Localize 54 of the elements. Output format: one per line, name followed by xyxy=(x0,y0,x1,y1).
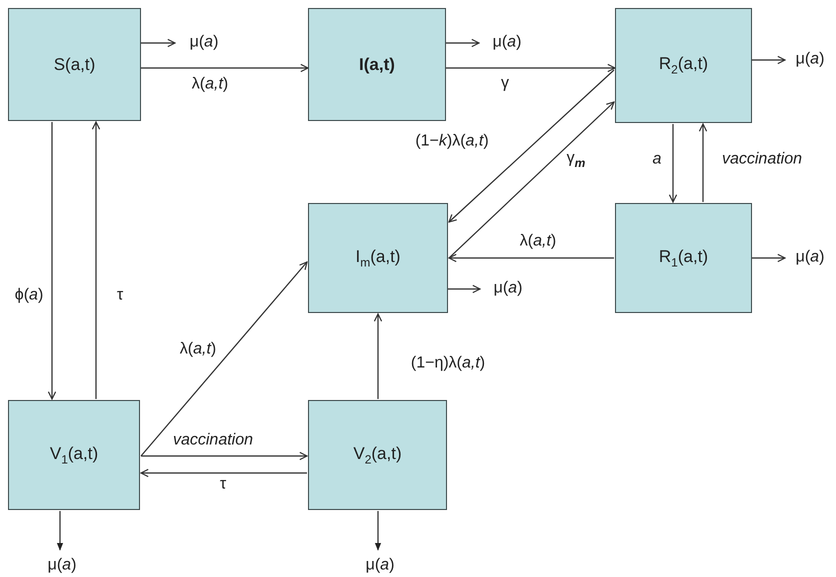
arrow xyxy=(141,64,309,72)
arrow xyxy=(448,70,614,223)
edge-label: γ$_{m}$ xyxy=(566,148,586,172)
edge-label: μ(a) xyxy=(492,32,522,53)
compartment-label: I$_{m}$(a,t) xyxy=(356,246,400,270)
edge-label: (1−η)λ(a,t) xyxy=(410,354,486,374)
arrow xyxy=(141,38,176,48)
arrow xyxy=(752,56,786,64)
arrow xyxy=(448,254,614,262)
edge-label: μ(a) xyxy=(796,248,824,268)
arrow xyxy=(92,121,100,399)
edge-label: μ(a) xyxy=(190,32,218,53)
edge-label: μ(a) xyxy=(48,556,76,576)
arrow xyxy=(668,124,678,203)
arrow xyxy=(140,468,307,478)
edge-label: λ(a,t) xyxy=(180,340,216,360)
compartment-box xyxy=(615,8,752,123)
edge-label: μ(a) xyxy=(366,556,394,576)
arrow xyxy=(448,101,615,258)
compartment-box xyxy=(8,400,140,510)
edge-label: vaccination xyxy=(722,150,802,170)
arrow xyxy=(48,122,56,400)
edge-label: ϕ(a) xyxy=(14,286,44,306)
arrow xyxy=(56,511,64,551)
compartment-box xyxy=(615,203,752,313)
edge-label: τ xyxy=(116,286,124,306)
arrow xyxy=(448,284,481,294)
edge-label: μ(a) xyxy=(494,278,522,299)
edge-label: a xyxy=(652,150,662,170)
arrow xyxy=(374,511,382,551)
edge-label: λ(a,t) xyxy=(192,74,228,95)
edge-label: vaccination xyxy=(172,430,254,451)
edge-label: μ(a) xyxy=(796,50,824,70)
arrow xyxy=(752,254,786,262)
compartment-box xyxy=(308,400,447,510)
arrow xyxy=(446,38,480,48)
compartment-label: I(a,t) xyxy=(359,54,395,74)
edge-label: λ(a,t) xyxy=(520,232,556,252)
compartment-box xyxy=(8,8,141,121)
compartment-box xyxy=(308,8,446,121)
edge-label: (1−k)λ(a,t) xyxy=(415,132,489,152)
arrow xyxy=(698,123,708,202)
arrow xyxy=(374,313,382,399)
compartment-label: R$_{2}$(a,t) xyxy=(658,54,708,77)
arrow xyxy=(446,64,616,72)
edge-label: γ xyxy=(501,74,509,94)
edge-label: τ xyxy=(220,474,226,495)
compartment-box xyxy=(308,203,448,313)
compartment-label: V$_{1}$(a,t) xyxy=(50,444,98,466)
compartment-label: R$_{1}$(a,t) xyxy=(658,246,708,270)
compartment-label: V$_{2}$(a,t) xyxy=(353,444,402,466)
arrow xyxy=(141,452,308,460)
arrow xyxy=(140,261,308,456)
compartment-label: S(a,t) xyxy=(54,54,96,74)
